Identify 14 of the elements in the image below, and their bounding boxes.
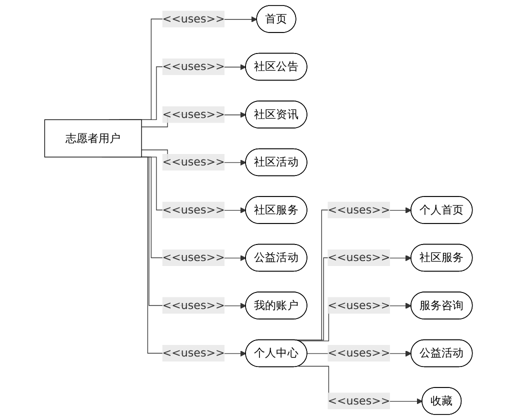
- edge-label: <<uses>>: [162, 12, 225, 26]
- edge-label: <<uses>>: [162, 203, 225, 216]
- edge-label: <<uses>>: [162, 108, 225, 121]
- edge-label: <<uses>>: [328, 298, 390, 312]
- edge-label: <<uses>>: [328, 203, 390, 216]
- edge-label: <<uses>>: [328, 346, 390, 360]
- edge-label: <<uses>>: [328, 394, 390, 408]
- edge-label: <<uses>>: [162, 250, 225, 264]
- edge-label: <<uses>>: [162, 155, 225, 168]
- edge-label: <<uses>>: [328, 250, 390, 264]
- edge-label: <<uses>>: [162, 60, 225, 73]
- edge-label: <<uses>>: [162, 346, 225, 360]
- edge-label: <<uses>>: [162, 298, 225, 312]
- node-box: 志愿者用户: [44, 119, 142, 158]
